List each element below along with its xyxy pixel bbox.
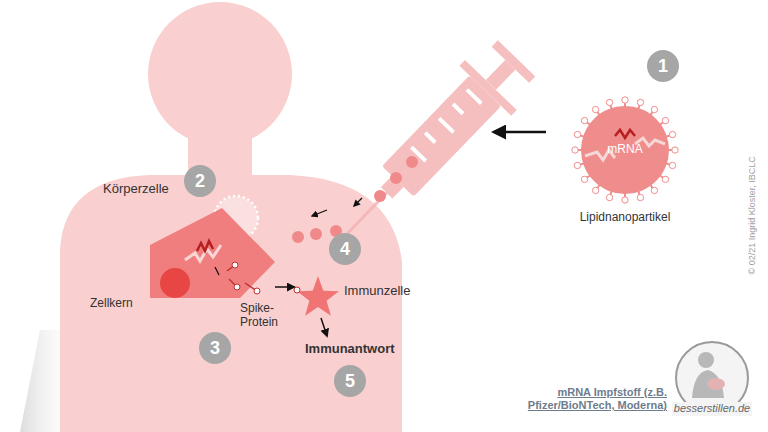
head bbox=[148, 2, 292, 146]
transfer-arrow bbox=[494, 131, 546, 134]
mrna-label: mRNA bbox=[575, 142, 675, 156]
particle bbox=[310, 228, 322, 240]
callout-number: 5 bbox=[334, 365, 366, 397]
response-arrow bbox=[321, 318, 327, 336]
small-arrow bbox=[312, 210, 327, 216]
particle bbox=[292, 231, 304, 243]
caption: mRNA Impfstoff (z.B. Pfizer/BioNTech, Mo… bbox=[482, 386, 667, 412]
callout-number: 1 bbox=[647, 50, 679, 82]
body-cell: Körperzelle bbox=[145, 205, 275, 298]
immune-cell-shape bbox=[295, 276, 341, 320]
particle bbox=[374, 190, 386, 202]
particle bbox=[390, 172, 402, 184]
body bbox=[60, 175, 402, 432]
small-arrow bbox=[354, 198, 362, 206]
immune-cell: Immunzelle bbox=[295, 276, 341, 320]
lipid-nanoparticle: mRNALipidnanopartikel bbox=[575, 100, 675, 200]
node-label: Immunzelle bbox=[344, 283, 410, 299]
part-label: Spike- Protein bbox=[240, 301, 288, 330]
part-label: Zellkern bbox=[90, 296, 133, 310]
connector-arrow bbox=[275, 286, 295, 288]
logo-text: besserstillen.de bbox=[672, 402, 752, 415]
callout-number: 2 bbox=[184, 165, 216, 197]
small-particles bbox=[292, 156, 418, 243]
particle bbox=[406, 156, 418, 168]
part-label: Immunantwort bbox=[305, 341, 395, 357]
copyright-watermark: © 02/21 Ingrid Kloster, IBCLC bbox=[747, 156, 758, 274]
body-cell-shape bbox=[145, 205, 275, 298]
node-label: Lipidnanopartikel bbox=[575, 210, 675, 224]
callout-number: 4 bbox=[329, 233, 361, 265]
callout-number: 3 bbox=[199, 332, 231, 364]
node-label: Körperzelle bbox=[103, 181, 169, 197]
syringe bbox=[319, 33, 542, 261]
